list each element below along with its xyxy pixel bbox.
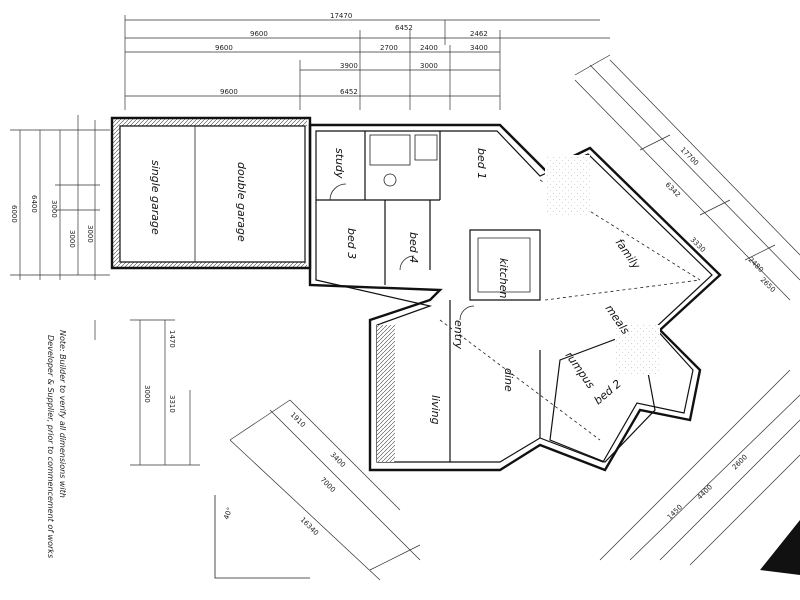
bottom-left-dimension-lines xyxy=(229,399,421,581)
dim-bl-a: 16340 xyxy=(299,516,320,537)
dim-left-a: 6400 xyxy=(30,195,38,213)
dim-left-c2: 3000 xyxy=(86,225,94,243)
dim-top-c: 2700 xyxy=(380,44,398,52)
dim-br-c: 1450 xyxy=(666,503,684,521)
dim-br-a: 4400 xyxy=(696,483,714,501)
dim-left-total: 6000 xyxy=(10,205,18,223)
dim-top-e: 3400 xyxy=(470,44,488,52)
room-study: study xyxy=(333,148,346,179)
top-dimension-lines xyxy=(124,15,610,110)
room-bed1: bed 1 xyxy=(475,148,488,179)
dim-top-g: 3900 xyxy=(340,62,358,70)
dim-bl-d: 1910 xyxy=(289,411,307,429)
dim-top-total: 17470 xyxy=(330,12,352,20)
dim-top-a3: 9600 xyxy=(220,88,238,96)
room-rumpus: rumpus xyxy=(563,349,598,391)
room-kitchen: kitchen xyxy=(497,258,510,299)
dim-mid-c: 3000 xyxy=(143,385,151,403)
dim-top-a2: 9600 xyxy=(215,44,233,52)
left-dimension-lines xyxy=(10,115,110,340)
room-double-garage: double garage xyxy=(235,162,248,242)
room-living: living xyxy=(429,395,442,425)
dim-top-b: 6452 xyxy=(340,88,358,96)
dim-right-d: 2650 xyxy=(759,276,777,294)
right-dimension-lines xyxy=(574,54,800,301)
house-walls xyxy=(308,123,722,472)
dim-bl-c: 3400 xyxy=(329,451,347,469)
room-entry: entry xyxy=(452,320,465,350)
dim-bl-b: 7000 xyxy=(319,476,337,494)
dim-left-c: 3000 xyxy=(68,230,76,248)
dim-mid-b: 3310 xyxy=(168,395,176,413)
dim-right-a: 6342 xyxy=(664,181,682,199)
dim-top-h: 3000 xyxy=(420,62,438,70)
angle-label: 40° xyxy=(222,506,234,520)
garage-block xyxy=(110,116,312,270)
dim-right-b: 3330 xyxy=(689,236,707,254)
dim-mid-a: 1470 xyxy=(168,330,176,348)
dim-top-d: 2400 xyxy=(420,44,438,52)
note-line-1: Note: Builder to verify all dimensions w… xyxy=(58,330,67,498)
room-single-garage: single garage xyxy=(149,160,162,235)
dim-br-b: 2600 xyxy=(731,453,749,471)
room-bed4: bed 4 xyxy=(407,232,420,263)
corner-wedge xyxy=(760,520,800,575)
room-dine: dine xyxy=(502,368,515,392)
dim-top-f: 2462 xyxy=(470,30,488,38)
dim-top-b-upper: 6452 xyxy=(395,24,413,32)
note-line-2: Developer & Supplier, prior to commencem… xyxy=(46,335,55,558)
room-bed3: bed 3 xyxy=(345,228,358,259)
angle-marker xyxy=(214,495,310,579)
mid-left-dimension-lines xyxy=(130,319,200,466)
dim-left-b: 3000 xyxy=(50,200,58,218)
bottom-right-dimension-lines xyxy=(599,369,800,566)
dim-top-a: 9600 xyxy=(250,30,268,38)
